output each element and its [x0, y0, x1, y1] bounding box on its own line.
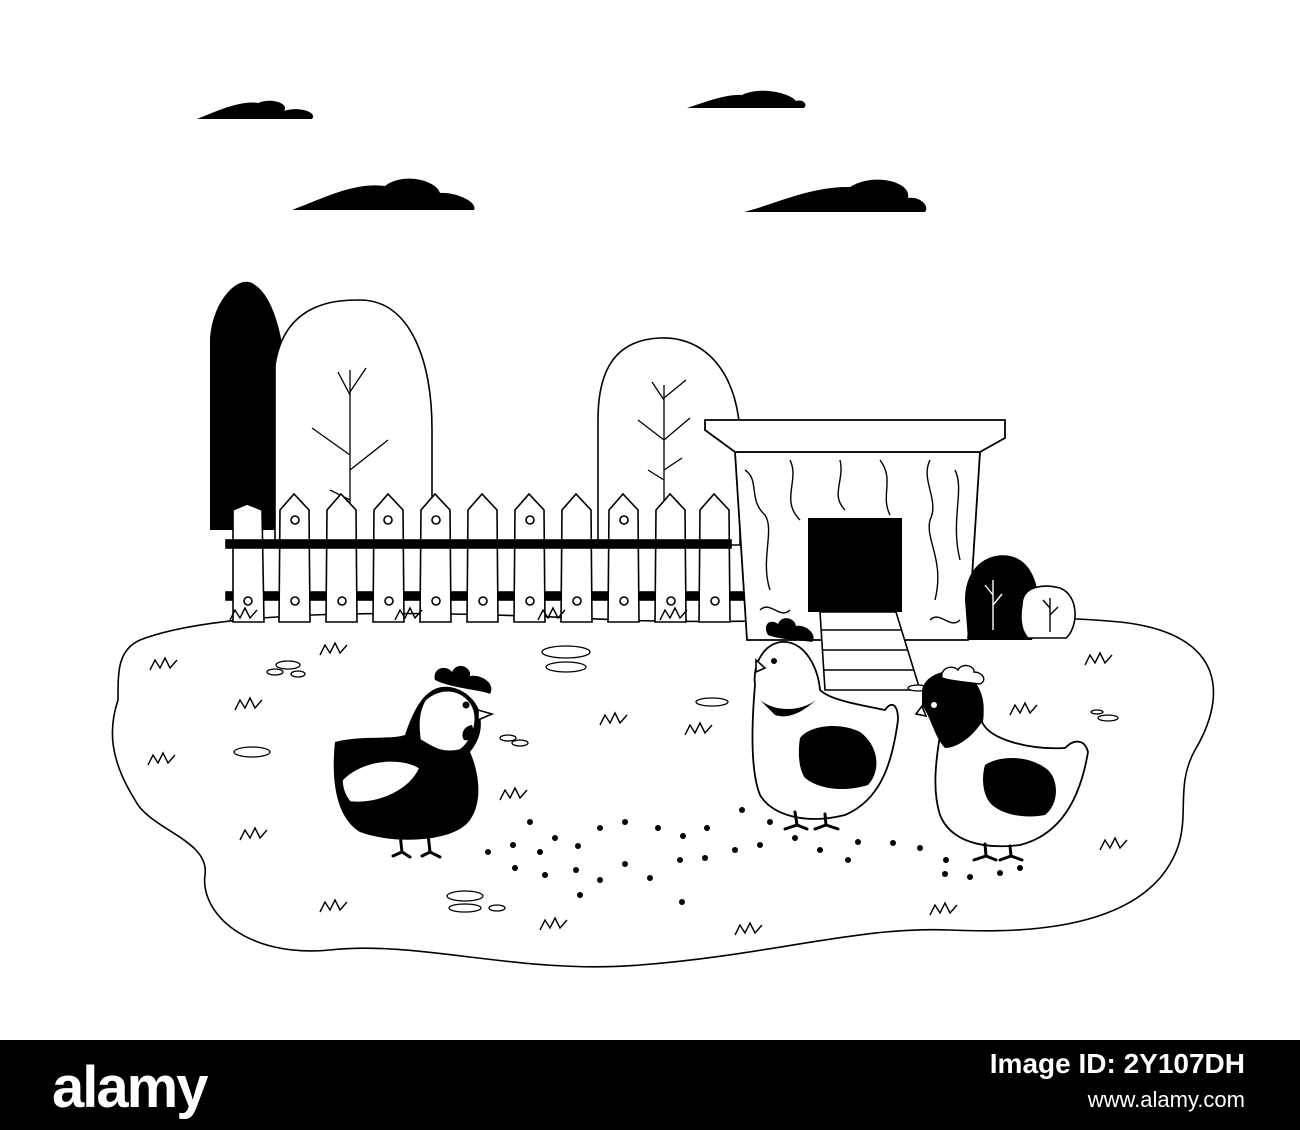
tree-left [274, 299, 433, 546]
chicken-feed-seeds [485, 807, 1023, 905]
footer-bar: alamy Image ID: 2Y107DH www.alamy.com [0, 1040, 1300, 1130]
image-id-label: Image ID: 2Y107DH [989, 1048, 1245, 1079]
coop-ramp [819, 611, 922, 691]
chicken-coop [704, 419, 1006, 691]
brand-logo: alamy [52, 1055, 208, 1120]
picket-fence [225, 492, 747, 623]
hen-center [751, 618, 899, 831]
grass-tufts [147, 606, 1128, 936]
rooster-left [333, 665, 495, 859]
pebbles [233, 645, 1119, 913]
bushes [965, 555, 1076, 640]
hen-right [914, 664, 1089, 862]
clouds [197, 90, 927, 212]
chicken-yard-illustration [111, 90, 1215, 968]
dark-tree [210, 281, 287, 530]
site-url: www.alamy.com [1087, 1087, 1245, 1112]
footer-info: Image ID: 2Y107DH www.alamy.com [990, 1046, 1245, 1118]
trees [210, 281, 741, 546]
